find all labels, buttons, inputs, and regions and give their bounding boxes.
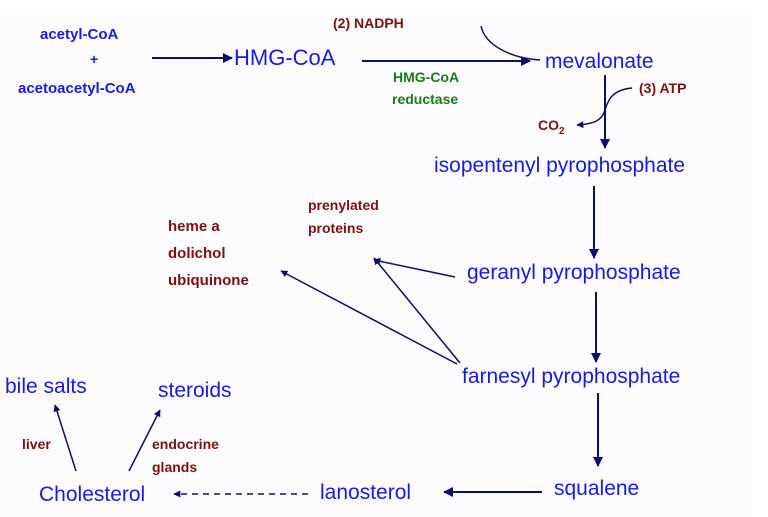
compound-bile-salts: bile salts	[5, 375, 87, 398]
cofactor-nadph: (2) NADPH	[333, 15, 404, 31]
compound-geranyl-pyrophosphate: geranyl pyrophosphate	[467, 261, 681, 284]
site-liver: liver	[22, 436, 51, 452]
nadph-curve	[480, 25, 541, 61]
arrow-cholesterol-to-steroids	[128, 409, 161, 472]
site-glands-line2: glands	[152, 459, 198, 475]
compound-farnesyl-pyrophosphate: farnesyl pyrophosphate	[462, 365, 681, 388]
compound-acetoacetyl-coa: acetoacetyl-CoA	[18, 80, 136, 97]
arrow-fpp-to-heme	[280, 270, 458, 365]
byproduct-co2: CO2	[538, 118, 565, 137]
plus-sign: +	[90, 51, 99, 67]
co2-text: CO	[538, 117, 559, 133]
product-dolichol: dolichol	[168, 245, 226, 262]
arrow-fpp-to-prenylated	[373, 257, 461, 364]
compound-acetyl-coa: acetyl-CoA	[40, 26, 119, 43]
atp-co2-curve	[576, 87, 633, 129]
enzyme-reductase-line2: reductase	[392, 91, 459, 107]
compound-steroids: steroids	[158, 379, 232, 402]
product-heme-a: heme a	[168, 218, 220, 235]
arrow-gpp-to-prenylated	[373, 257, 456, 278]
arrow-cholesterol-to-bile	[53, 404, 77, 472]
product-ubiquinone: ubiquinone	[168, 272, 249, 289]
product-prenylated-line1: prenylated	[308, 197, 379, 213]
compound-hmg-coa: HMG-CoA	[234, 45, 336, 70]
cofactor-atp: (3) ATP	[639, 80, 687, 96]
enzyme-hmg-coa-line1: HMG-CoA	[393, 69, 460, 85]
product-prenylated-line2: proteins	[308, 220, 364, 236]
site-endocrine-line1: endocrine	[152, 436, 219, 452]
compound-cholesterol: Cholesterol	[39, 483, 146, 506]
co2-subscript: 2	[559, 125, 565, 137]
compound-isopentenyl-pyrophosphate: isopentenyl pyrophosphate	[434, 154, 686, 177]
compound-lanosterol: lanosterol	[320, 481, 412, 504]
compound-mevalonate: mevalonate	[545, 50, 654, 73]
compound-squalene: squalene	[554, 477, 640, 500]
